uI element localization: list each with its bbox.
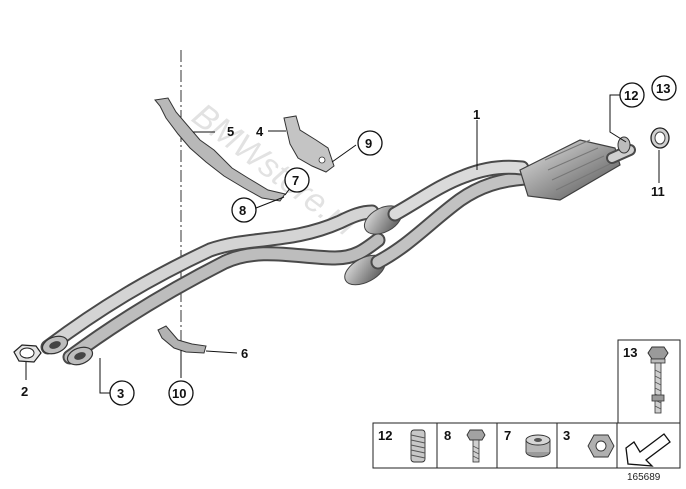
gasket-part[interactable] — [13, 344, 42, 363]
strip-item-arrow[interactable] — [625, 433, 671, 467]
leader-lines — [25, 94, 660, 394]
svg-text:10: 10 — [172, 386, 186, 401]
svg-text:13: 13 — [623, 345, 637, 360]
svg-text:7: 7 — [504, 428, 511, 443]
bolt-icon — [466, 429, 486, 463]
strip-item-3[interactable]: 3 — [563, 428, 615, 458]
svg-text:2: 2 — [21, 384, 28, 399]
svg-text:3: 3 — [563, 428, 570, 443]
svg-text:12: 12 — [378, 428, 392, 443]
callout-5[interactable]: 5 — [227, 124, 234, 139]
detail-box-13[interactable]: 13 — [617, 339, 681, 425]
callout-9[interactable]: 9 — [357, 130, 383, 156]
callout-11[interactable]: 11 — [651, 184, 665, 199]
svg-text:7: 7 — [292, 173, 299, 188]
bushing-icon — [525, 434, 551, 458]
spring-sleeve-icon — [410, 429, 426, 463]
svg-text:12: 12 — [624, 88, 638, 103]
callout-8[interactable]: 8 — [231, 197, 257, 223]
bracket-part-6[interactable] — [157, 325, 207, 354]
svg-text:11: 11 — [651, 184, 665, 199]
svg-text:13: 13 — [656, 81, 670, 96]
direction-arrow-icon — [625, 433, 671, 467]
exhaust-assembly[interactable] — [40, 139, 636, 368]
rear-gasket-ring[interactable] — [650, 127, 670, 149]
rear-clamp[interactable] — [617, 136, 631, 154]
hex-nut-icon — [587, 434, 615, 458]
svg-text:1: 1 — [473, 107, 480, 122]
svg-text:8: 8 — [444, 428, 451, 443]
svg-text:6: 6 — [241, 346, 248, 361]
parts-strip: 12 8 7 — [372, 422, 681, 469]
callout-2[interactable]: 2 — [21, 384, 28, 399]
callout-1[interactable]: 1 — [473, 107, 480, 122]
bracket-part-5[interactable] — [154, 97, 286, 202]
strip-item-7[interactable]: 7 — [504, 428, 551, 458]
strip-item-8[interactable]: 8 — [444, 428, 486, 463]
callout-13[interactable]: 13 — [651, 75, 677, 101]
drawing-number: 165689 — [627, 472, 661, 483]
callout-4[interactable]: 4 — [256, 124, 264, 139]
svg-text:8: 8 — [239, 203, 246, 218]
callout-6[interactable]: 6 — [241, 346, 248, 361]
callout-7[interactable]: 7 — [284, 167, 310, 193]
svg-text:5: 5 — [227, 124, 234, 139]
callout-3[interactable]: 3 — [109, 380, 135, 406]
svg-text:3: 3 — [117, 386, 124, 401]
callout-12[interactable]: 12 — [619, 82, 645, 108]
svg-text:9: 9 — [365, 136, 372, 151]
svg-text:4: 4 — [256, 124, 264, 139]
callout-10[interactable]: 10 — [168, 380, 194, 406]
bracket-part-4[interactable] — [283, 115, 335, 173]
strip-item-12[interactable]: 12 — [378, 428, 426, 463]
long-bolt-icon — [647, 346, 669, 414]
